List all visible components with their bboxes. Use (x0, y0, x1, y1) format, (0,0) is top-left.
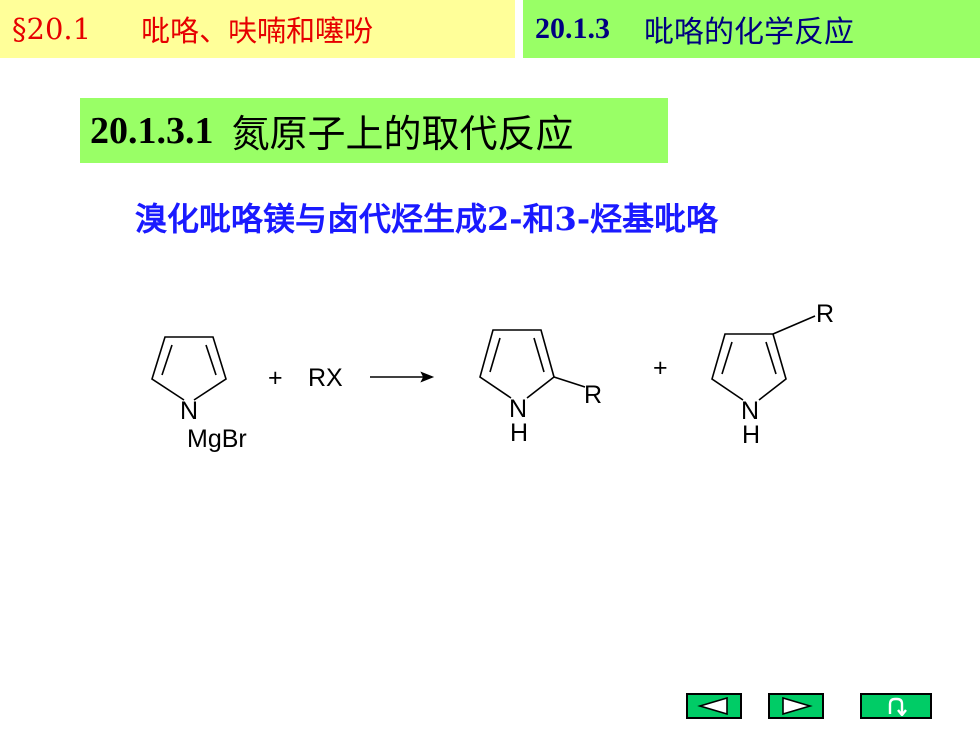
triangle-left-icon (697, 697, 728, 715)
topic-title-box: 20.1.3.1 氮原子上的取代反应 (80, 98, 668, 163)
reactant-mgbr-label: MgBr (187, 425, 247, 453)
reagent-label: RX (308, 364, 343, 392)
prev-slide-button[interactable] (686, 693, 742, 719)
product1-r-label: R (584, 381, 602, 409)
next-slide-button[interactable] (768, 693, 824, 719)
reactant-n-label: N (180, 397, 198, 425)
product1-h-label: H (510, 419, 528, 447)
return-arrow-icon (888, 697, 907, 716)
topic-title: 氮原子上的取代反应 (231, 112, 574, 156)
triangle-right-icon (782, 697, 813, 715)
reactant-ring (151, 336, 227, 401)
product2-n-label: N (741, 397, 759, 425)
plus-sign-1: + (268, 364, 283, 392)
chapter-title: 吡咯、呋喃和噻吩 (141, 14, 374, 48)
topic-number: 20.1.3.1 (90, 109, 214, 152)
section-title: 吡咯的化学反应 (644, 15, 854, 50)
reaction-scheme: N MgBr + RX N H R + N H R (151, 300, 834, 453)
plus-sign-2: + (653, 354, 668, 382)
chapter-number: §20.1 (12, 12, 92, 46)
product1-n-label: N (509, 395, 527, 423)
product2-r-label: R (816, 300, 834, 328)
product1-ring (479, 329, 555, 399)
return-button[interactable] (860, 693, 932, 719)
reaction-subtitle: 溴化吡咯镁与卤代烃生成2-和3-烃基吡咯 (135, 200, 719, 238)
product2-ring (711, 333, 787, 401)
chapter-header: §20.1 吡咯、呋喃和噻吩 (0, 0, 515, 58)
section-number: 20.1.3 (535, 12, 610, 45)
section-header: 20.1.3 吡咯的化学反应 (523, 0, 980, 58)
product2-h-label: H (742, 421, 760, 449)
